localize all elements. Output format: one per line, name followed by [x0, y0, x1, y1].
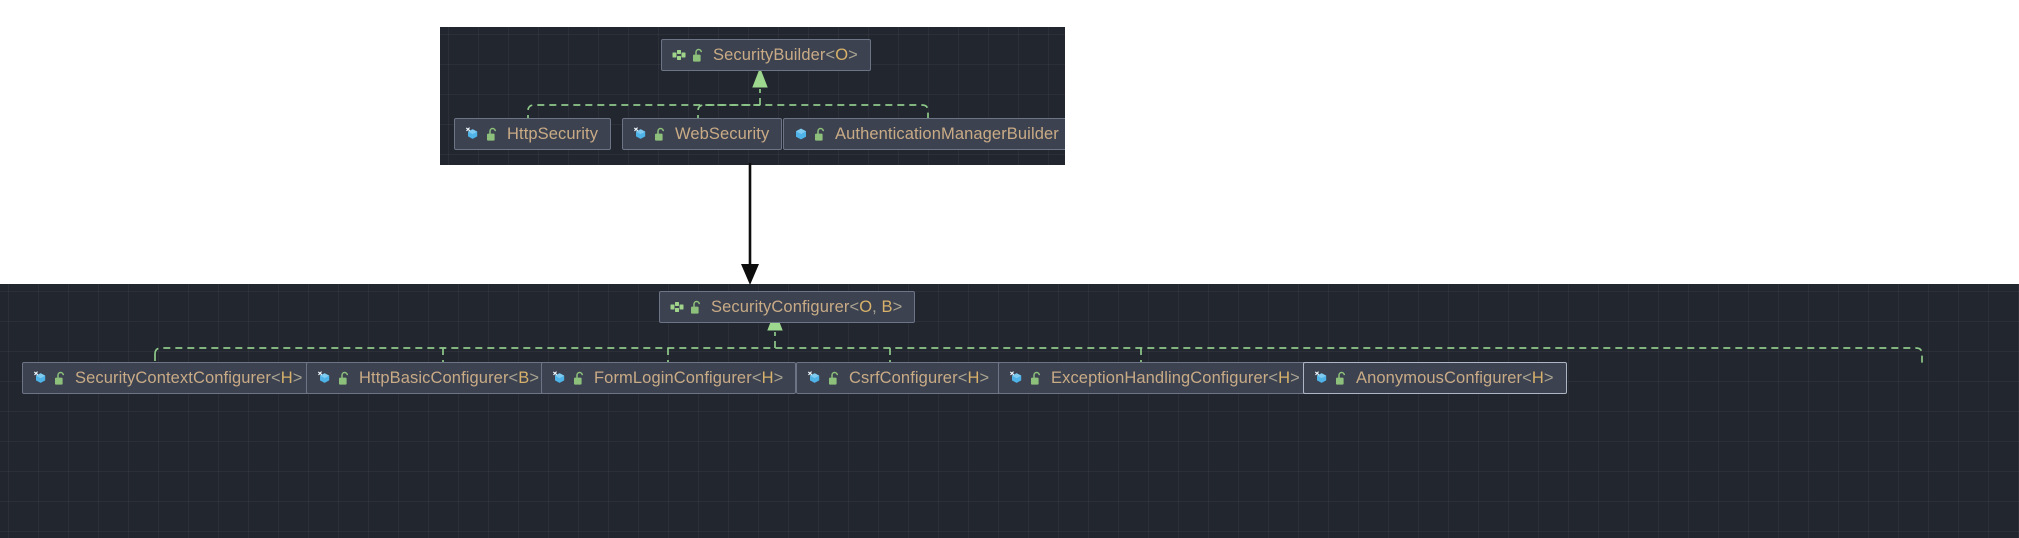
node-security-context-configurer[interactable]: SecurityContextConfigurer<H> [22, 362, 316, 394]
node-security-configurer[interactable]: SecurityConfigurer<O, B> [659, 291, 916, 323]
node-label: HttpBasicConfigurer<B> [359, 368, 540, 387]
unlocked-padlock-icon [693, 48, 703, 62]
security-configurer-panel[interactable]: SecurityConfigurer<O, B> SecurityContext… [0, 284, 2019, 538]
node-label: HttpSecurity [507, 124, 599, 143]
node-label: CsrfConfigurer<H> [849, 368, 990, 387]
final-class-icon [634, 127, 646, 139]
unlocked-padlock-icon [1336, 371, 1346, 385]
final-class-icon [808, 371, 820, 383]
node-csrf-configurer[interactable]: CsrfConfigurer<H> [796, 362, 1003, 394]
unlocked-padlock-icon [655, 127, 665, 141]
unlocked-padlock-icon [691, 300, 701, 314]
unlocked-padlock-icon [574, 371, 584, 385]
node-label: SecurityConfigurer<O, B> [711, 297, 903, 316]
unlocked-padlock-icon [339, 371, 349, 385]
final-class-icon [1010, 371, 1022, 383]
final-class-icon [318, 371, 330, 383]
node-exception-handling-configurer[interactable]: ExceptionHandlingConfigurer<H> [998, 362, 1313, 394]
unlocked-padlock-icon [487, 127, 497, 141]
final-class-icon [1315, 371, 1327, 383]
node-label: ExceptionHandlingConfigurer<H> [1051, 368, 1300, 387]
node-http-security[interactable]: HttpSecurity [454, 118, 612, 150]
unlocked-padlock-icon [815, 127, 825, 141]
unlocked-padlock-icon [1031, 371, 1041, 385]
node-label: AuthenticationManagerBuilder [835, 124, 1059, 143]
node-form-login-configurer[interactable]: FormLoginConfigurer<H> [541, 362, 797, 394]
interface-icon [672, 50, 686, 60]
node-security-builder[interactable]: SecurityBuilder<O> [661, 39, 871, 71]
security-builder-edges [527, 67, 929, 134]
unlocked-padlock-icon [829, 371, 839, 385]
interface-icon [670, 302, 684, 312]
class-icon [796, 128, 806, 140]
node-label: FormLoginConfigurer<H> [594, 368, 784, 387]
node-label: SecurityContextConfigurer<H> [75, 368, 303, 387]
node-label: SecurityBuilder<O> [713, 45, 858, 64]
node-web-security[interactable]: WebSecurity [622, 118, 783, 150]
final-class-icon [553, 371, 565, 383]
node-http-basic-configurer[interactable]: HttpBasicConfigurer<B> [306, 362, 553, 394]
security-builder-panel[interactable]: SecurityBuilder<O> HttpSecurity [440, 27, 1065, 165]
final-class-icon [466, 127, 478, 139]
node-anonymous-configurer[interactable]: AnonymousConfigurer<H> [1303, 362, 1567, 394]
node-authentication-manager-builder[interactable]: AuthenticationManagerBuilder [783, 118, 1065, 150]
security-configurer-edges [154, 310, 1923, 363]
panel-link-arrow [741, 163, 759, 285]
node-label: WebSecurity [675, 124, 770, 143]
node-label: AnonymousConfigurer<H> [1356, 368, 1554, 387]
unlocked-padlock-icon [55, 371, 65, 385]
final-class-icon [34, 371, 46, 383]
